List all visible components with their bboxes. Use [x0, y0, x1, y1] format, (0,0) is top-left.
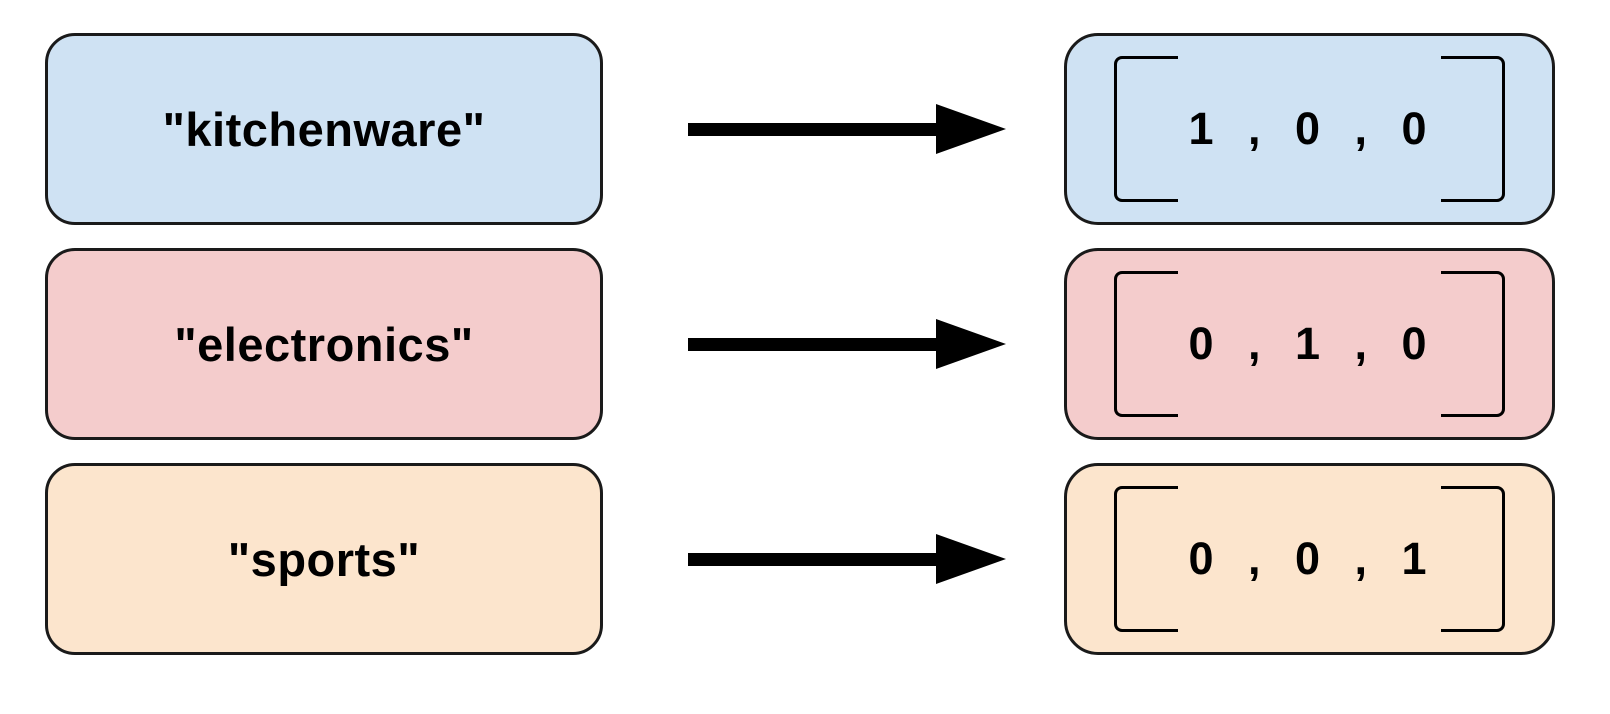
category-label-box: "sports" — [45, 463, 603, 655]
encoding-row-electronics: "electronics" 0 , 1 , 0 — [0, 248, 1610, 440]
vector-bracket-group: 0 , 1 , 0 — [1114, 271, 1505, 417]
category-label-box: "kitchenware" — [45, 33, 603, 225]
vector-box: 0 , 1 , 0 — [1064, 248, 1555, 440]
encoding-row-sports: "sports" 0 , 0 , 1 — [0, 463, 1610, 655]
vector-values: 0 , 1 , 0 — [1188, 318, 1431, 369]
encoding-row-kitchenware: "kitchenware" 1 , 0 , 0 — [0, 33, 1610, 225]
vector-bracket-group: 1 , 0 , 0 — [1114, 56, 1505, 202]
category-label-box: "electronics" — [45, 248, 603, 440]
vector-values: 1 , 0 , 0 — [1188, 103, 1431, 154]
right-bracket-icon — [1441, 271, 1505, 417]
category-label: "electronics" — [174, 317, 474, 371]
right-bracket-icon — [1441, 486, 1505, 632]
vector-box: 0 , 0 , 1 — [1064, 463, 1555, 655]
left-bracket-icon — [1114, 271, 1178, 417]
left-bracket-icon — [1114, 56, 1178, 202]
arrow-right-icon — [688, 99, 1008, 159]
vector-box: 1 , 0 , 0 — [1064, 33, 1555, 225]
category-label: "sports" — [227, 532, 421, 586]
right-bracket-icon — [1441, 56, 1505, 202]
arrow-right-icon — [688, 529, 1008, 589]
category-label: "kitchenware" — [162, 102, 486, 156]
vector-values: 0 , 0 , 1 — [1188, 533, 1431, 584]
vector-bracket-group: 0 , 0 , 1 — [1114, 486, 1505, 632]
left-bracket-icon — [1114, 486, 1178, 632]
arrow-right-icon — [688, 314, 1008, 374]
